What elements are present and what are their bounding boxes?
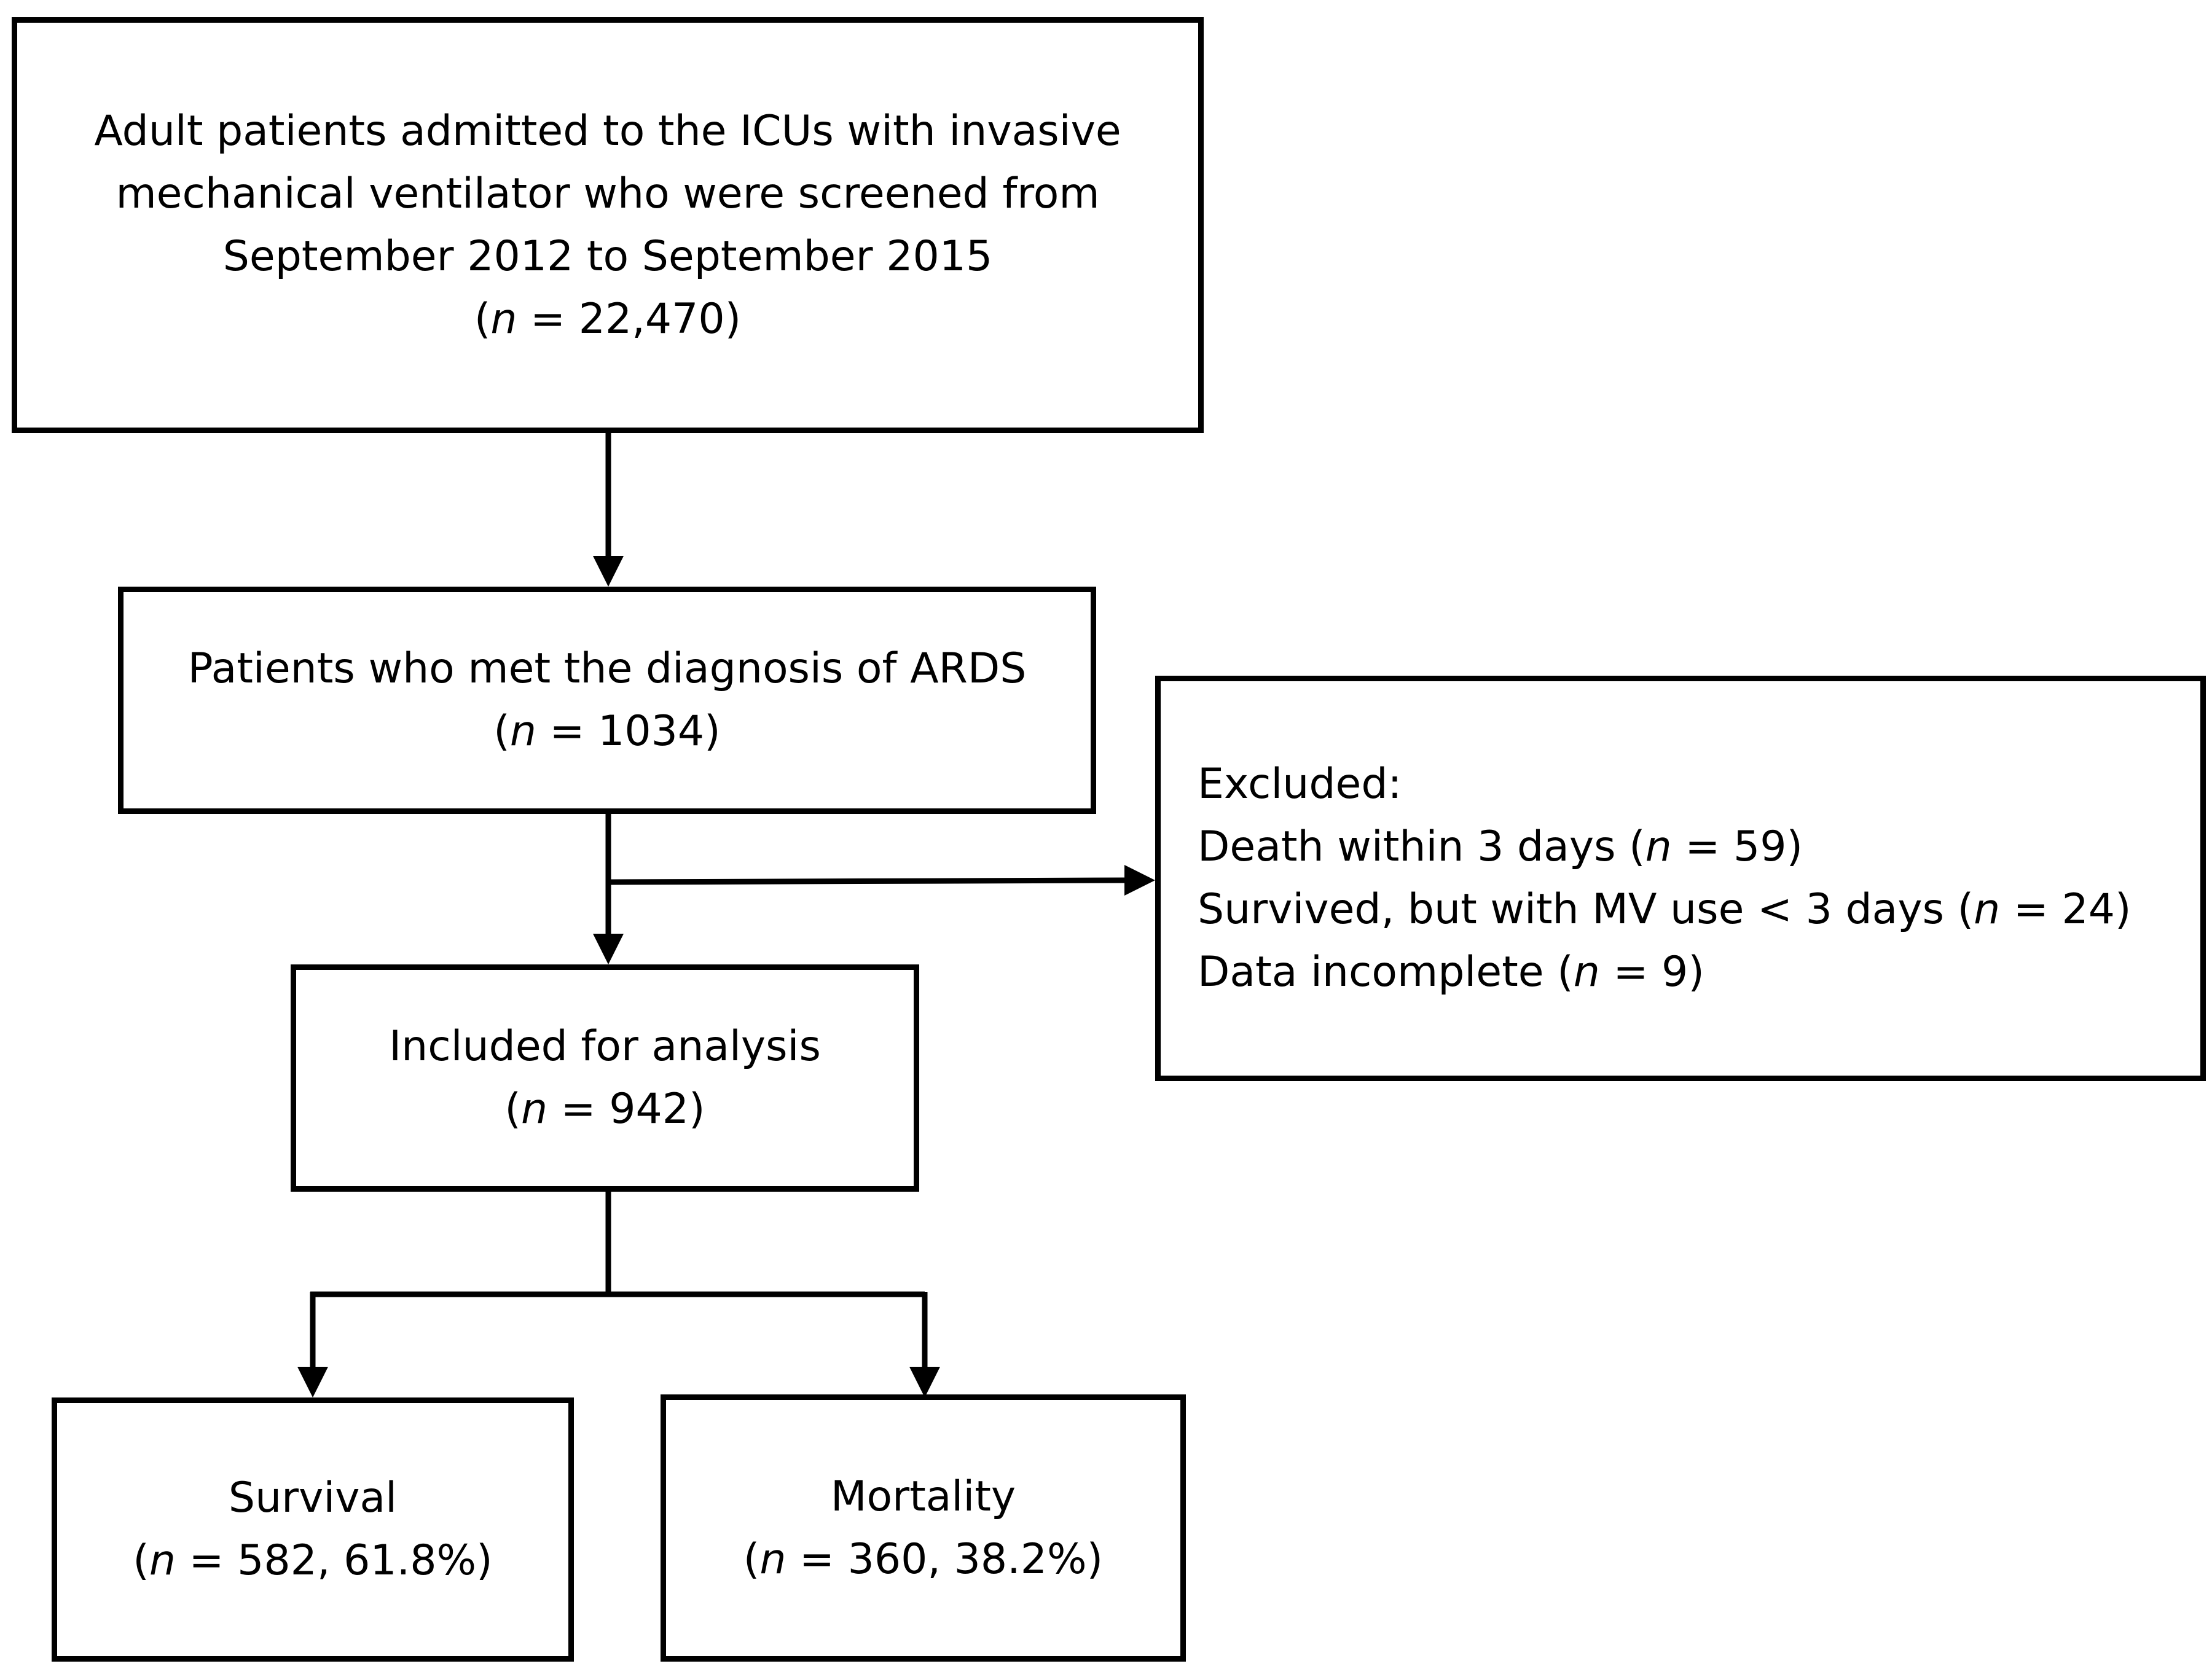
survival-count: (n = 582, 61.8%)	[133, 1536, 493, 1585]
arrow-to-excluded	[608, 877, 1125, 885]
arrowhead-survival	[297, 1367, 328, 1397]
screened-count: (n = 22,470)	[474, 294, 742, 343]
excluded-heading: Excluded:	[1198, 760, 1402, 808]
included-count: (n = 942)	[504, 1085, 705, 1133]
mortality-box: Mortality (n = 360, 38.2%)	[661, 1394, 1186, 1662]
screened-line-3: September 2012 to September 2015	[222, 232, 993, 281]
ards-box: Patients who met the diagnosis of ARDS (…	[118, 587, 1096, 814]
screened-line-1: Adult patients admitted to the ICUs with…	[94, 106, 1121, 155]
excluded-item-mv: Survived, but with MV use < 3 days (n = …	[1198, 885, 2132, 934]
survival-box: Survival (n = 582, 61.8%)	[52, 1397, 574, 1662]
included-line-1: Included for analysis	[389, 1022, 821, 1071]
ards-count: (n = 1034)	[493, 707, 721, 756]
excluded-item-death: Death within 3 days (n = 59)	[1198, 823, 1803, 871]
screened-line-2: mechanical ventilator who were screened …	[116, 169, 1100, 218]
excluded-item-incomplete: Data incomplete (n = 9)	[1198, 948, 1704, 996]
arrowhead-ards	[593, 556, 624, 587]
survival-line-1: Survival	[228, 1474, 398, 1522]
ards-line-1: Patients who met the diagnosis of ARDS	[187, 644, 1027, 693]
arrowhead-excluded	[1124, 865, 1155, 896]
screened-box: Adult patients admitted to the ICUs with…	[12, 17, 1204, 433]
included-box: Included for analysis (n = 942)	[291, 964, 919, 1192]
arrowhead-mortality	[909, 1367, 940, 1397]
arrowhead-included	[593, 934, 624, 964]
excluded-box: Excluded: Death within 3 days (n = 59) S…	[1155, 676, 2206, 1081]
mortality-line-1: Mortality	[830, 1472, 1016, 1521]
mortality-count: (n = 360, 38.2%)	[743, 1534, 1104, 1584]
